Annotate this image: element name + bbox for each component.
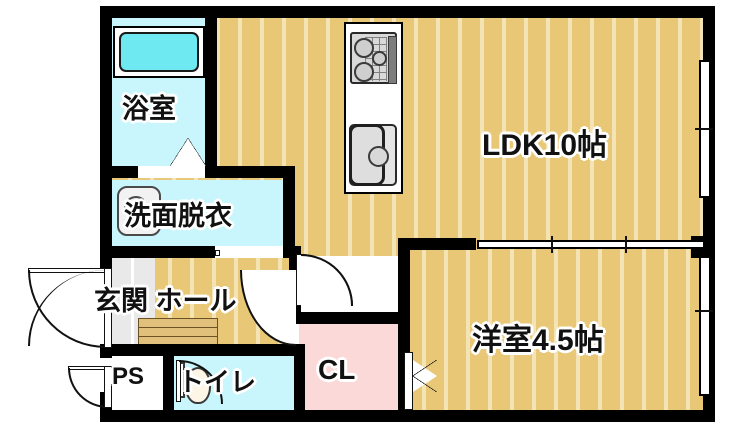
room-floor-yoshitsu: [404, 246, 705, 420]
room-label-ps: PS: [112, 363, 145, 390]
wall-ps-right: [163, 344, 174, 422]
entrance-door-jamb: [104, 268, 112, 348]
hall-senmen-door-leaf[interactable]: [215, 250, 220, 256]
hall-ldk-door-arc-fill: [301, 254, 353, 306]
wall-toilet-right: [294, 344, 305, 422]
ldk-yoshitsu-slider-mullion-2: [625, 236, 627, 253]
wall-ldk-bottom-left: [289, 312, 404, 324]
bath-door-fold-triangle-outline: [170, 138, 206, 166]
ps-door-jamb: [104, 366, 112, 408]
room-label-ldk: LDK10帖: [482, 129, 608, 162]
room-label-toire: トイレ: [178, 367, 257, 397]
window-yoshitsu[interactable]: [699, 256, 711, 396]
window-ldk-mullion: [695, 128, 713, 130]
stove-grill-bar-icon: [388, 36, 397, 84]
ldk-yoshitsu-sliding-door[interactable]: [477, 240, 705, 249]
bathtub: [119, 32, 199, 72]
hall-senmen-door-opening[interactable]: [215, 246, 283, 258]
room-label-cl: CL: [318, 354, 356, 385]
wall-senmen-right: [283, 178, 295, 258]
stove-burner-3-icon: [372, 51, 387, 66]
room-label-genkan-hall: 玄関 ホール: [94, 286, 237, 316]
room-floor-cl: [299, 324, 404, 420]
wall-exterior-left-mid: [100, 178, 112, 258]
room-label-yokushitsu: 浴室: [122, 94, 176, 124]
wall-exterior-left-entrance-top: [100, 258, 112, 270]
gas-stove: [350, 32, 397, 84]
kitchen-sink-drain-icon: [368, 146, 389, 167]
wall-bath-right: [205, 6, 217, 178]
wall-hall-bottom: [100, 344, 301, 356]
cl-door-panel[interactable]: [404, 352, 413, 410]
stove-burner-2-icon: [354, 62, 374, 82]
ldk-yoshitsu-slider-mullion-1: [551, 236, 553, 253]
wall-exterior-left-upper: [100, 6, 112, 178]
washbasin-bowl-icon: [124, 196, 148, 220]
bath-door-opening[interactable]: [138, 166, 205, 178]
room-label-senmen: 洗面脱衣: [124, 201, 232, 231]
room-label-yoshitsu: 洋室4.5帖: [472, 324, 604, 357]
stove-burner-1-icon: [354, 38, 374, 58]
cl-door-fold-triangle-outline: [413, 360, 437, 392]
ps-door-arc: [68, 368, 108, 408]
room-floor-ps: [110, 356, 165, 420]
wall-senmen-top: [205, 166, 295, 178]
window-yoshitsu-mullion: [695, 310, 713, 312]
wall-exterior-top: [100, 6, 715, 18]
wall-ldk-yoshitsu: [398, 238, 476, 250]
